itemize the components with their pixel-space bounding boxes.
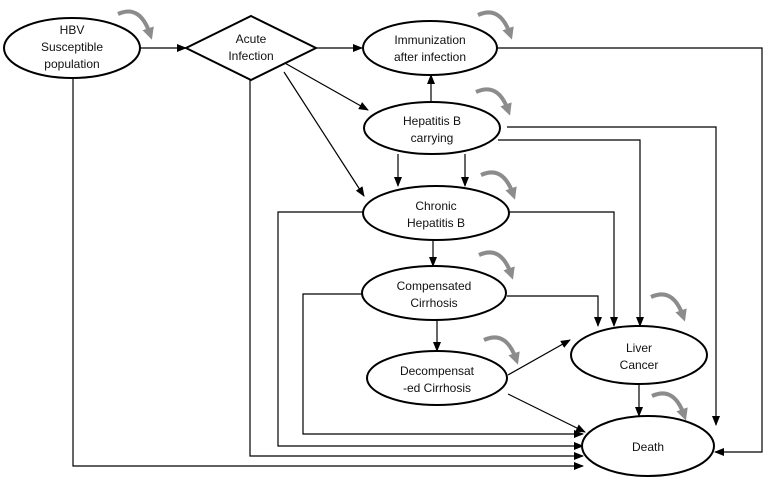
self-loop-carrying-icon xyxy=(475,87,512,116)
edge-acute-chronic xyxy=(283,71,365,197)
state-acute-line1: Acute xyxy=(236,32,267,46)
state-chronic-line2: Hepatitis B xyxy=(407,216,465,230)
state-susceptible-line2: Susceptible xyxy=(41,40,103,54)
edge-carrying-cancer xyxy=(498,139,644,327)
self-loop-cancer-icon xyxy=(650,292,687,322)
transition-edges xyxy=(72,44,763,470)
state-susceptible: HBV Susceptible population xyxy=(3,17,141,79)
state-death: Death xyxy=(581,415,715,477)
state-death-label: Death xyxy=(632,440,664,454)
edge-carrying-death xyxy=(507,126,720,426)
state-compensated-line2: Cirrhosis xyxy=(410,296,457,310)
edge-acute-carrying xyxy=(282,61,369,111)
state-immunization-line2: after infection xyxy=(394,50,466,64)
state-susceptible-line3: population xyxy=(44,57,99,71)
state-compensated: Compensated Cirrhosis xyxy=(361,265,507,321)
state-decompensated-line1: Decompensat xyxy=(400,364,475,378)
state-carrying-line1: Hepatitis B xyxy=(403,114,461,128)
state-liver-cancer: Liver Cancer xyxy=(570,325,708,385)
state-cancer-line1: Liver xyxy=(626,341,652,355)
state-acute-infection: Acute Infection xyxy=(183,14,319,82)
edge-chronic-cancer xyxy=(510,211,618,327)
self-loop-death-icon xyxy=(651,391,688,421)
edge-compensated-death xyxy=(302,293,584,438)
state-acute-line2: Infection xyxy=(228,49,273,63)
edge-acute-death xyxy=(249,80,584,460)
edge-decompensated-death xyxy=(507,393,586,433)
edge-decompensated-cancer xyxy=(507,339,571,376)
state-compensated-line1: Compensated xyxy=(397,279,472,293)
self-loop-chronic-icon xyxy=(480,170,517,200)
self-loop-decompensated-icon xyxy=(483,335,520,365)
edge-chronic-death xyxy=(277,211,584,450)
edge-susceptible-death xyxy=(72,78,584,470)
state-carrying-line2: carrying xyxy=(411,131,454,145)
state-immunization-line1: Immunization xyxy=(394,33,465,47)
state-chronic-line1: Chronic xyxy=(415,199,456,213)
state-chronic: Chronic Hepatitis B xyxy=(362,185,510,241)
state-susceptible-line1: HBV xyxy=(60,23,85,37)
edge-compensated-cancer xyxy=(507,295,602,327)
self-loop-compensated-icon xyxy=(478,250,515,280)
state-decompensated-line2: -ed Cirrhosis xyxy=(403,381,471,395)
state-decompensated: Decompensat -ed Cirrhosis xyxy=(366,350,508,406)
self-loop-immunization-icon xyxy=(477,10,514,40)
state-carrying: Hepatitis B carrying xyxy=(363,101,501,155)
self-loop-susceptible-icon xyxy=(117,9,154,40)
state-immunization: Immunization after infection xyxy=(362,20,498,76)
self-loops xyxy=(117,9,688,421)
state-cancer-line2: Cancer xyxy=(620,358,659,372)
edge-immunization-death xyxy=(497,47,763,456)
